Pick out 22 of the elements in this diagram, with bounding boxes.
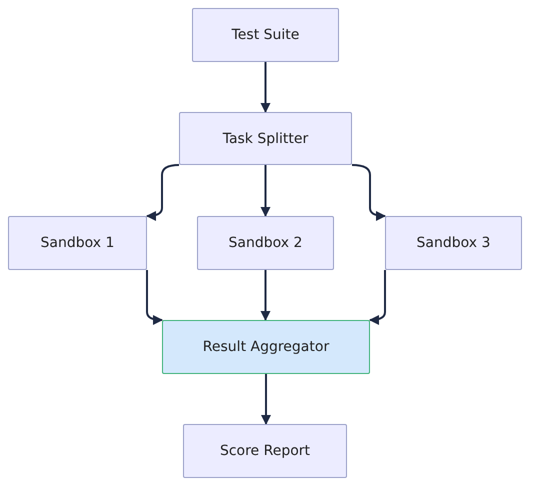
node-label: Task Splitter [222,130,308,146]
node-label: Test Suite [232,27,300,43]
node-label: Result Aggregator [202,339,330,355]
arrow [369,270,386,325]
node-label: Sandbox 3 [416,235,490,251]
arrow [260,270,270,321]
process-box [192,8,339,62]
process-box [183,424,347,478]
node-label: Sandbox 1 [40,235,114,251]
process-box [385,216,522,270]
arrow [260,62,270,113]
arrow [260,165,270,217]
process-box [179,112,352,165]
node-label: Score Report [220,443,310,459]
node-label: Sandbox 2 [228,235,302,251]
process-box [197,216,334,270]
arrow [146,164,180,221]
arrow [261,374,271,425]
arrow [146,270,163,325]
arrow [352,164,386,221]
highlighted-process-box [162,320,370,374]
process-box [8,216,147,270]
